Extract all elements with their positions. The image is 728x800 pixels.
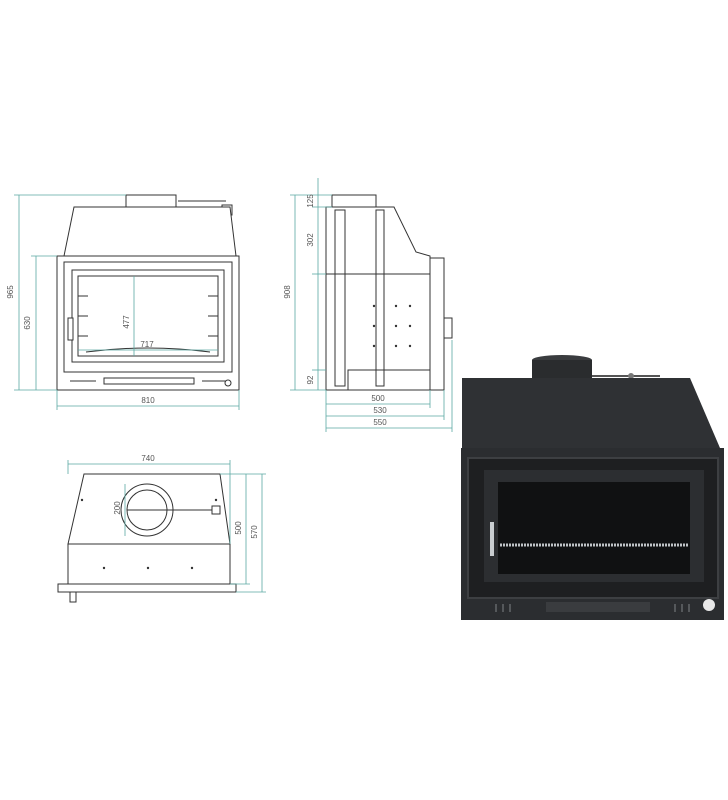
dim-door-height: 630 xyxy=(23,316,32,330)
render-flue-collar xyxy=(532,360,592,378)
dim-top-depth-a: 500 xyxy=(234,521,243,535)
front-hood xyxy=(63,206,237,257)
dim-base-height: 92 xyxy=(306,375,315,384)
dim-top-width: 740 xyxy=(141,454,155,463)
top-body xyxy=(67,543,231,585)
front-door xyxy=(63,261,233,373)
dim-body-height: 908 xyxy=(283,285,292,299)
dim-hood-height: 302 xyxy=(306,233,315,247)
dim-overall-width: 810 xyxy=(141,396,155,405)
side-rivets xyxy=(372,304,412,348)
dim-glass-width: 717 xyxy=(140,340,154,349)
front-grate xyxy=(85,347,211,353)
top-handle xyxy=(69,591,77,603)
front-flue-collar xyxy=(125,194,177,208)
side-view: 125 302 908 92 500 530 550 xyxy=(283,178,453,432)
front-logo-badge xyxy=(224,379,232,387)
front-view: 965 630 477 717 810 xyxy=(6,194,240,410)
side-flue-collar xyxy=(331,194,377,208)
top-view: 740 200 500 570 xyxy=(57,454,266,603)
render-door-handle[interactable] xyxy=(490,522,494,556)
front-door-handle xyxy=(67,317,74,341)
dim-flue-diameter: 200 xyxy=(113,501,122,515)
render-bottom-vent xyxy=(546,602,650,612)
dim-overall-height: 965 xyxy=(6,285,15,299)
front-frame xyxy=(56,255,240,391)
dim-depth-a: 500 xyxy=(371,394,385,403)
dim-depth-c: 550 xyxy=(373,418,387,427)
top-front-frame xyxy=(57,583,237,593)
product-render xyxy=(461,355,724,620)
side-handle xyxy=(443,317,453,339)
top-rivets xyxy=(80,498,218,570)
side-door-profile xyxy=(429,257,445,391)
top-damper-knob xyxy=(211,505,221,515)
side-base xyxy=(347,369,431,391)
render-damper-knob xyxy=(628,373,634,379)
dim-glass-height: 477 xyxy=(122,315,131,329)
dim-depth-b: 530 xyxy=(373,406,387,415)
front-glass-outer xyxy=(71,269,225,363)
dim-collar-height: 125 xyxy=(306,194,315,208)
render-vent-slots xyxy=(495,604,690,612)
side-front-frame xyxy=(334,209,346,387)
front-bottom-vent xyxy=(103,377,195,385)
dim-top-depth-b: 570 xyxy=(250,525,259,539)
render-glass xyxy=(498,482,690,574)
render-logo-badge xyxy=(703,599,715,611)
side-rib xyxy=(375,209,385,387)
side-body xyxy=(325,206,431,391)
render-hood xyxy=(462,378,720,448)
